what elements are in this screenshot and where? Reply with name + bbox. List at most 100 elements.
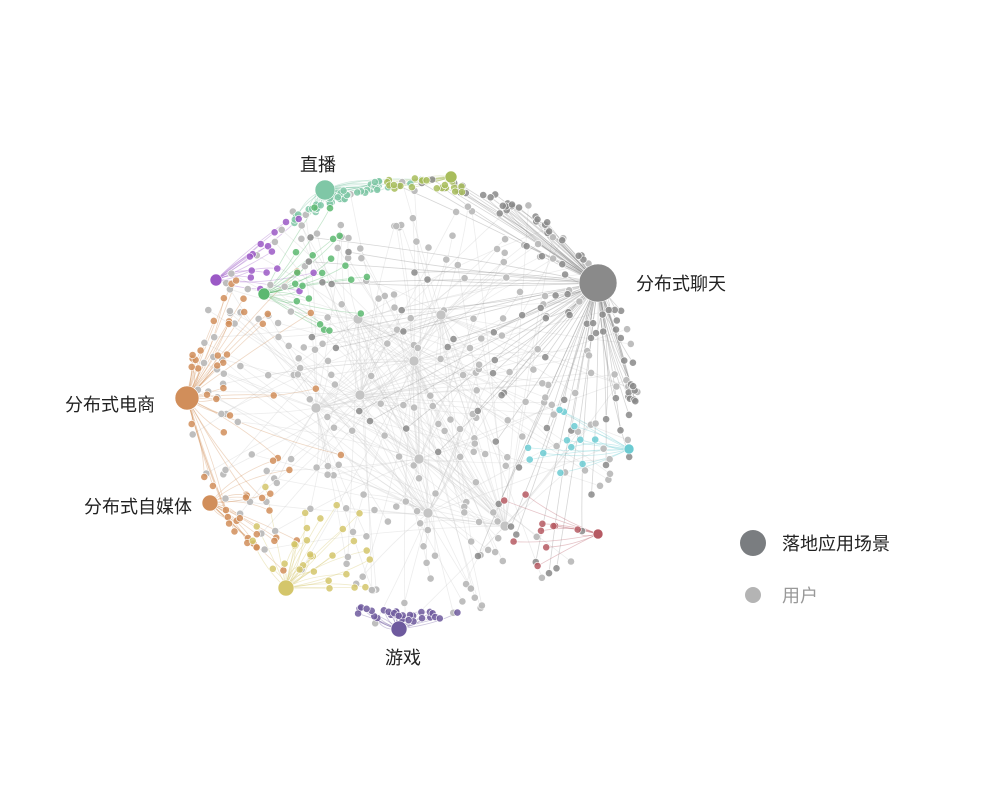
user-node[interactable] (383, 339, 392, 348)
user-node[interactable] (223, 350, 231, 359)
user-node[interactable] (443, 343, 452, 351)
user-node[interactable] (264, 242, 272, 251)
user-node[interactable] (616, 334, 625, 342)
user-node[interactable] (629, 358, 637, 367)
user-node[interactable] (258, 319, 267, 328)
user-node[interactable] (203, 390, 211, 399)
user-node[interactable] (545, 569, 553, 578)
user-node[interactable] (256, 240, 265, 248)
user-node[interactable] (239, 294, 248, 303)
user-node[interactable] (252, 543, 261, 552)
user-node[interactable] (210, 333, 219, 342)
user-node[interactable] (410, 174, 419, 183)
user-node[interactable] (490, 356, 499, 364)
user-node[interactable] (477, 601, 486, 610)
user-node[interactable] (247, 266, 256, 275)
user-node[interactable] (442, 255, 451, 264)
user-node[interactable] (451, 187, 460, 196)
user-node[interactable] (631, 397, 640, 406)
user-node[interactable] (484, 546, 492, 554)
user-node[interactable] (587, 490, 596, 499)
user-node[interactable] (489, 328, 498, 337)
user-node[interactable] (402, 424, 411, 433)
user-node[interactable] (306, 308, 315, 317)
user-node[interactable] (497, 391, 506, 400)
user-node[interactable] (604, 306, 613, 314)
user-node[interactable] (258, 493, 266, 502)
user-node[interactable] (560, 395, 569, 404)
user-node[interactable] (575, 297, 584, 306)
user-node[interactable] (431, 489, 440, 498)
user-node[interactable] (534, 240, 542, 248)
user-node[interactable] (187, 362, 196, 371)
user-node[interactable] (302, 524, 311, 532)
user-node[interactable] (592, 329, 600, 337)
user-node[interactable] (310, 203, 319, 212)
user-node[interactable] (232, 276, 240, 285)
user-node[interactable] (265, 506, 274, 515)
user-node[interactable] (200, 358, 208, 367)
user-node[interactable] (574, 251, 583, 260)
user-node[interactable] (324, 576, 333, 585)
user-node[interactable] (282, 218, 290, 226)
user-node[interactable] (306, 550, 315, 559)
user-node[interactable] (525, 455, 534, 464)
user-node[interactable] (539, 449, 548, 458)
user-node[interactable] (219, 369, 228, 378)
user-node[interactable] (401, 497, 410, 506)
user-node[interactable] (308, 251, 317, 260)
user-node[interactable] (306, 233, 315, 242)
user-node[interactable] (407, 183, 416, 192)
user-node[interactable] (410, 403, 418, 412)
user-node[interactable] (299, 343, 308, 352)
user-node[interactable] (336, 221, 345, 229)
user-node[interactable] (503, 416, 512, 425)
user-node[interactable] (620, 356, 629, 365)
user-node[interactable] (538, 573, 546, 582)
user-node[interactable] (313, 229, 321, 238)
user-node[interactable] (292, 248, 300, 257)
user-node[interactable] (236, 362, 245, 370)
hub-node-live[interactable] (314, 179, 336, 201)
user-node[interactable] (266, 280, 275, 289)
user-node[interactable] (521, 490, 530, 499)
user-node[interactable] (204, 306, 213, 314)
user-node[interactable] (469, 314, 478, 323)
user-node[interactable] (518, 311, 527, 320)
user-node[interactable] (247, 450, 256, 459)
user-node[interactable] (436, 354, 445, 363)
user-node[interactable] (422, 176, 431, 185)
hub-node-media[interactable] (201, 494, 219, 512)
user-node[interactable] (376, 399, 385, 408)
user-node[interactable] (493, 245, 501, 253)
user-node[interactable] (208, 481, 217, 490)
user-node[interactable] (552, 564, 561, 573)
user-node[interactable] (477, 334, 486, 343)
hub-node-red[interactable] (592, 528, 604, 540)
user-node[interactable] (187, 420, 196, 428)
user-node[interactable] (213, 351, 222, 360)
user-node[interactable] (394, 611, 403, 620)
user-node[interactable] (418, 614, 426, 623)
user-node[interactable] (327, 254, 335, 263)
user-node[interactable] (344, 248, 353, 256)
user-node[interactable] (355, 509, 364, 518)
hub-node-purple[interactable] (209, 273, 223, 287)
user-node[interactable] (512, 530, 521, 539)
user-node[interactable] (524, 201, 533, 210)
user-node[interactable] (543, 218, 552, 227)
user-node[interactable] (260, 545, 269, 554)
hub-node-chat[interactable] (578, 263, 618, 303)
user-node[interactable] (292, 297, 301, 306)
user-node[interactable] (435, 309, 447, 321)
user-node[interactable] (343, 553, 352, 561)
user-node[interactable] (223, 513, 232, 521)
user-node[interactable] (515, 463, 523, 472)
user-node[interactable] (413, 343, 422, 352)
user-node[interactable] (440, 181, 449, 189)
user-node[interactable] (305, 395, 314, 404)
user-node[interactable] (499, 314, 507, 323)
user-node[interactable] (551, 291, 560, 300)
user-node[interactable] (409, 461, 418, 470)
user-node[interactable] (293, 370, 302, 379)
